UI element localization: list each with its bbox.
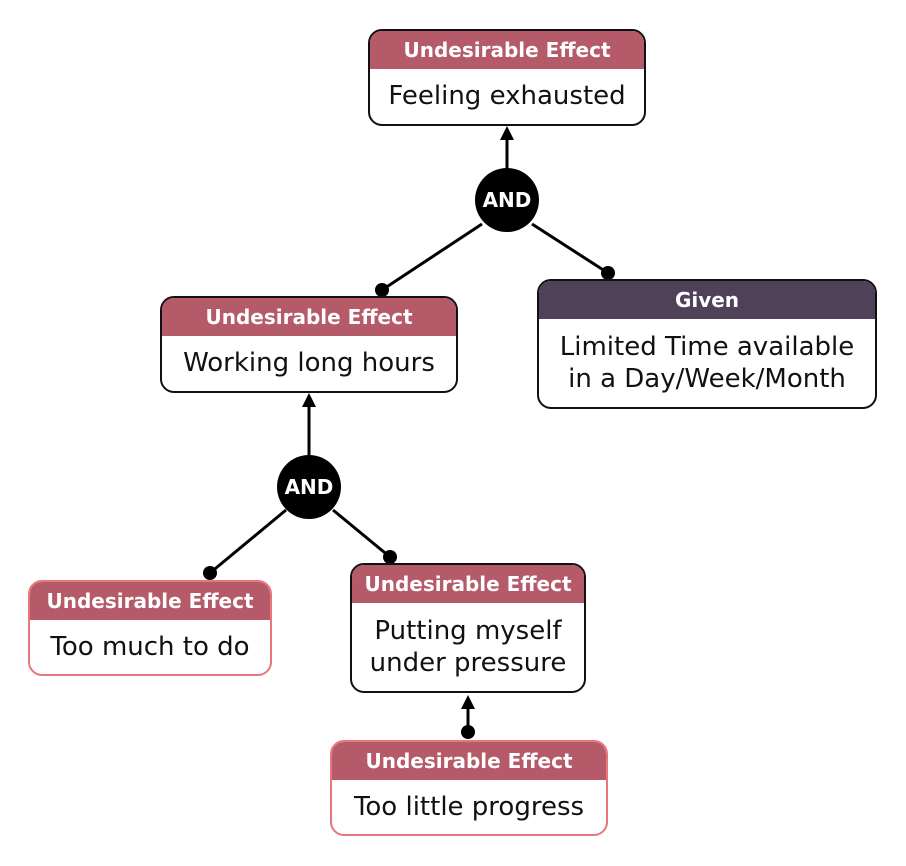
node-text: Limited Time available in a Day/Week/Mon…: [559, 331, 855, 394]
node-limited-time: Given Limited Time available in a Day/We…: [537, 279, 877, 409]
connector-working-long-hours-to-and-top: [381, 222, 483, 292]
connector-limited-time-to-and-top: [531, 222, 609, 275]
connector-pressure-to-and-bottom: [332, 508, 391, 559]
node-category-label: Undesirable Effect: [162, 298, 456, 336]
node-text: Working long hours: [183, 348, 435, 378]
connector-dot-too-little-progress: [461, 725, 475, 739]
connector-dot-limited-time: [601, 266, 615, 280]
connector-dot-too-much-to-do: [203, 566, 217, 580]
node-category-label: Undesirable Effect: [370, 31, 644, 69]
arrowhead-pressure: [461, 695, 475, 709]
connector-too-much-to-do-to-and-bottom: [209, 508, 287, 575]
connector-dot-pressure: [383, 550, 397, 564]
node-text: Too much to do: [50, 631, 250, 662]
node-category-label: Undesirable Effect: [30, 582, 270, 620]
node-text: Feeling exhausted: [388, 81, 626, 111]
node-putting-myself-under-pressure: Undesirable Effect Putting myself under …: [350, 563, 586, 693]
arrowhead-working-long-hours: [302, 393, 316, 407]
arrowhead-feeling-exhausted: [500, 126, 514, 140]
and-gate-bottom: AND: [277, 455, 341, 519]
node-working-long-hours: Undesirable Effect Working long hours: [160, 296, 458, 393]
node-too-little-progress: Undesirable Effect Too little progress: [330, 740, 608, 836]
node-text: Too little progress: [353, 791, 585, 822]
node-feeling-exhausted: Undesirable Effect Feeling exhausted: [368, 29, 646, 126]
node-category-label: Undesirable Effect: [332, 742, 606, 780]
and-gate-top: AND: [475, 168, 539, 232]
connector-dot-working-long-hours: [375, 283, 389, 297]
node-category-label: Given: [539, 281, 875, 319]
node-text: Putting myself under pressure: [369, 615, 567, 678]
node-category-label: Undesirable Effect: [352, 565, 584, 603]
node-too-much-to-do: Undesirable Effect Too much to do: [28, 580, 272, 676]
